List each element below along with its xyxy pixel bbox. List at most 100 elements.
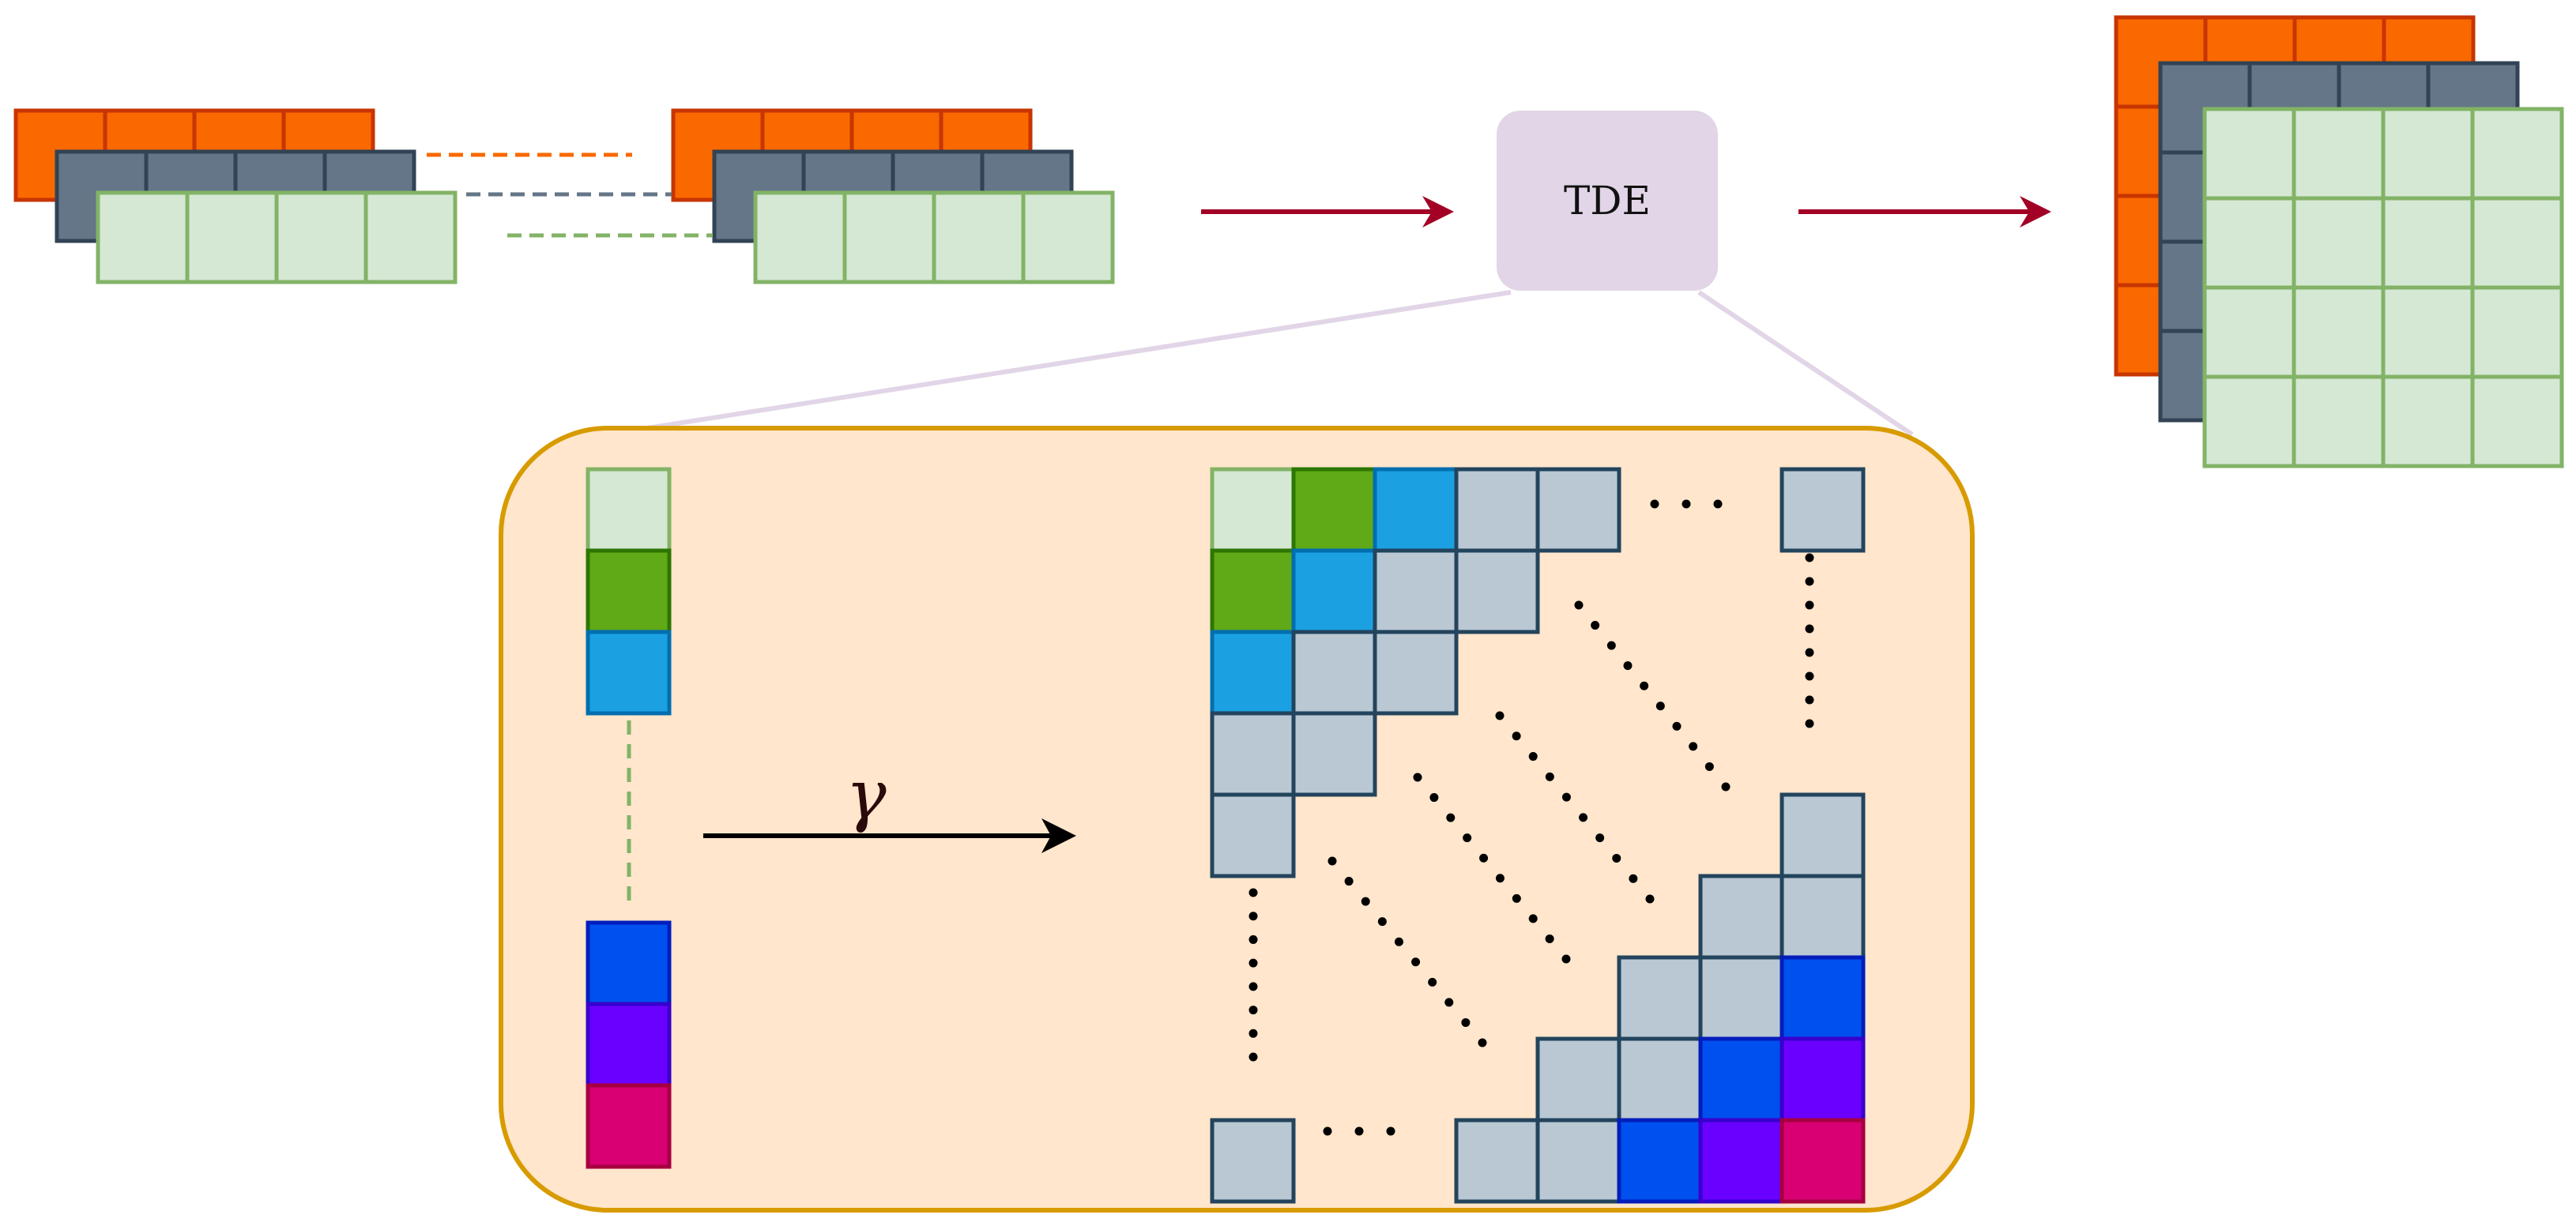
matrix-cell-blue	[1698, 1036, 1784, 1123]
green-series-cell	[1021, 190, 1115, 284]
left-column-ellipsis-dot	[1248, 1052, 1258, 1062]
matrix-cell-gray	[1291, 630, 1377, 716]
matrix-cell-light-green	[1210, 467, 1296, 553]
output-green-cell	[2470, 374, 2564, 468]
matrix-cell-gray	[1210, 792, 1296, 878]
bottom-row-ellipsis-dot	[1323, 1126, 1332, 1136]
diagonal-ellipsis-dot	[1645, 894, 1655, 904]
green-series-cell	[363, 190, 458, 284]
diagonal-ellipsis-dot	[1629, 874, 1638, 883]
diagonal-ellipsis-dot	[1595, 833, 1605, 843]
matrix-cell-gray	[1535, 1036, 1621, 1123]
matrix-cell-gray	[1617, 1036, 1703, 1123]
diagonal-ellipsis-dot	[1704, 762, 1714, 771]
output-green-cell	[2381, 374, 2475, 468]
green-series-cell	[185, 190, 279, 284]
vector-cell-blue	[586, 920, 672, 1006]
input-column-vector	[586, 467, 672, 1169]
output-green-cell	[2470, 285, 2564, 379]
diagonal-ellipsis-dot	[1512, 893, 1521, 903]
diagonal-ellipsis-dot	[1479, 853, 1489, 863]
diagonal-ellipsis-dot	[1561, 954, 1571, 964]
matrix-cell-blue	[1779, 955, 1866, 1041]
right-column-ellipsis-dot	[1805, 648, 1814, 657]
diagonal-ellipsis-dot	[1655, 701, 1665, 711]
matrix-cell-gray	[1454, 1118, 1540, 1204]
output-green-cell	[2292, 196, 2386, 290]
diagonal-ellipsis-dot	[1640, 681, 1649, 690]
diagonal-ellipsis-dot	[1591, 621, 1600, 630]
zoom-connector-right	[1697, 290, 1914, 437]
output-green-cell	[2292, 374, 2386, 468]
diagonal-ellipsis-dot	[1328, 856, 1337, 866]
bottom-row-ellipsis-dot	[1386, 1126, 1395, 1136]
matrix-cell-gray	[1779, 874, 1866, 960]
green-series-cell	[96, 190, 190, 284]
right-column-ellipsis-dot	[1805, 577, 1814, 586]
matrix-cell-gray	[1291, 711, 1377, 797]
diagonal-ellipsis-dot	[1429, 793, 1439, 803]
right-column-ellipsis-dot	[1805, 671, 1814, 681]
vector-cell-magenta	[586, 1083, 672, 1169]
green-series-cell	[932, 190, 1026, 284]
left-column-ellipsis-dot	[1248, 1006, 1258, 1015]
left-column-ellipsis-dot	[1248, 982, 1258, 991]
diagonal-ellipsis-dot	[1446, 813, 1456, 822]
matrix-cell-cyan	[1373, 467, 1459, 553]
matrix-cell-green	[1291, 467, 1377, 553]
right-column-ellipsis-dot	[1805, 624, 1814, 634]
diagonal-ellipsis-dot	[1413, 773, 1422, 782]
matrix-cell-gray	[1535, 467, 1621, 553]
diagonal-ellipsis-dot	[1574, 600, 1584, 610]
diagonal-ellipsis-dot	[1623, 661, 1633, 671]
diagonal-ellipsis-dot	[1344, 877, 1354, 886]
matrix-cell-gray	[1373, 548, 1459, 634]
matrix-cell-violet	[1698, 1118, 1784, 1204]
input-series-group-left	[13, 108, 458, 284]
diagonal-ellipsis-dot	[1528, 914, 1538, 923]
left-column-ellipsis-dot	[1248, 958, 1258, 968]
output-green-cell	[2202, 374, 2296, 468]
green-series-cell	[274, 190, 368, 284]
trajectory-matrix	[1210, 467, 1866, 1204]
zoom-connector-left	[631, 290, 1512, 433]
diagonal-ellipsis-dot	[1394, 937, 1403, 946]
matrix-cell-gray	[1617, 955, 1703, 1041]
matrix-cell-gray	[1210, 711, 1296, 797]
top-row-ellipsis-dot	[1650, 499, 1659, 509]
matrix-ellipsis-dots	[1248, 499, 1814, 1136]
bottom-row-ellipsis-dot	[1354, 1126, 1364, 1136]
left-column-ellipsis-dot	[1248, 888, 1258, 897]
diagonal-ellipsis-dot	[1411, 957, 1421, 967]
matrix-cell-violet	[1779, 1036, 1866, 1123]
output-green-cell	[2202, 285, 2296, 379]
matrix-cell-gray	[1535, 1118, 1621, 1204]
vector-cell-green	[586, 548, 672, 634]
diagonal-ellipsis-dot	[1612, 853, 1621, 863]
diagonal-ellipsis-dot	[1478, 1038, 1487, 1047]
matrix-cell-green	[1210, 548, 1296, 634]
matrix-cell-gray	[1779, 792, 1866, 878]
diagonal-ellipsis-dot	[1561, 792, 1571, 802]
diagonal-ellipsis-dot	[1689, 742, 1698, 751]
output-green-cell	[2202, 107, 2296, 201]
green-series-cell	[753, 190, 847, 284]
matrix-cell-gray	[1698, 874, 1784, 960]
matrix-cell-gray	[1454, 548, 1540, 634]
left-column-ellipsis-dot	[1248, 912, 1258, 921]
matrix-cell-blue	[1617, 1118, 1703, 1204]
top-row-ellipsis-dot	[1682, 499, 1691, 509]
diagonal-ellipsis-dot	[1377, 917, 1387, 927]
output-green-cell	[2470, 107, 2564, 201]
diagonal-ellipsis-dot	[1461, 1017, 1471, 1027]
matrix-cell-gray	[1210, 1118, 1296, 1204]
diagonal-ellipsis-dot	[1721, 782, 1731, 792]
diagonal-ellipsis-dot	[1444, 998, 1454, 1007]
output-green-cell	[2202, 196, 2296, 290]
left-column-ellipsis-dot	[1248, 1029, 1258, 1038]
diagonal-ellipsis-dot	[1495, 711, 1505, 720]
diagonal-ellipsis-dot	[1528, 752, 1538, 762]
right-column-ellipsis-dot	[1805, 600, 1814, 610]
output-green-cell	[2381, 285, 2475, 379]
